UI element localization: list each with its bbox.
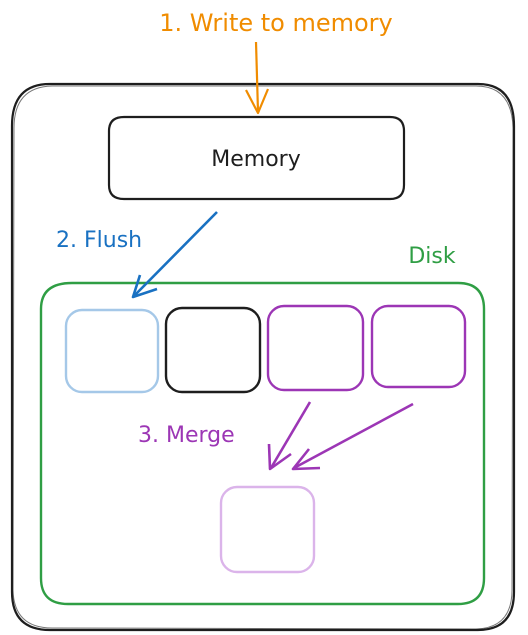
block-black	[164, 306, 262, 394]
memory-box	[107, 115, 406, 201]
merged-block	[219, 485, 316, 574]
flush-arrow-head	[131, 274, 158, 299]
disk-box	[39, 281, 486, 606]
flushed-block	[64, 308, 160, 394]
flush-arrow-shaft	[133, 211, 218, 297]
merge-arrow-2-head	[291, 448, 321, 471]
memory-label: Memory	[211, 147, 300, 172]
merge-source-block-2	[370, 304, 467, 389]
outer-container	[10, 82, 516, 632]
merge-label: 3. Merge	[138, 423, 235, 448]
merge-arrow-1-head	[267, 443, 292, 471]
merge-source-block-1	[266, 304, 365, 392]
outer-container-stroke2	[12, 85, 514, 630]
disk-label: Disk	[408, 244, 456, 269]
write-arrow-shaft	[254, 41, 260, 113]
write-label: 1. Write to memory	[159, 9, 393, 37]
merge-arrow-2-shaft	[293, 402, 414, 470]
merge-arrow-1-shaft	[269, 401, 312, 469]
flush-label: 2. Flush	[56, 228, 142, 253]
write-arrow-head	[245, 88, 270, 115]
